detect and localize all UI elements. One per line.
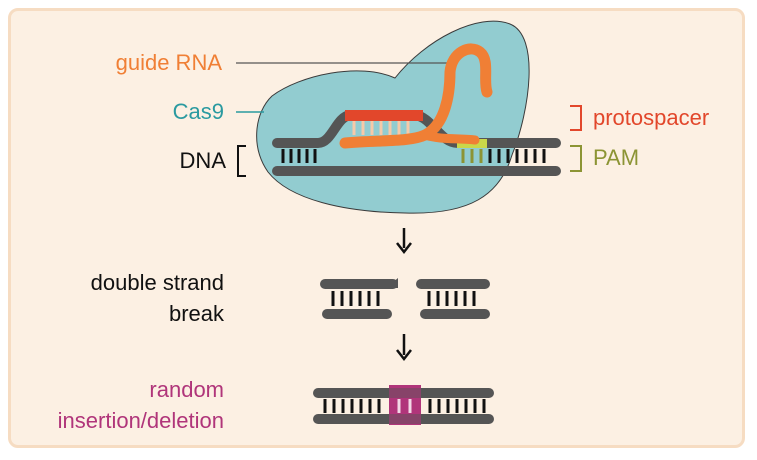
dna-fragment-right [416, 279, 490, 319]
random-indel-label-line2: insertion/deletion [57, 408, 224, 433]
double-strand-break-label-line1: double strand [90, 270, 224, 295]
double-strand-break-label-line2: break [168, 301, 224, 326]
down-arrow-icon [396, 334, 412, 362]
pam-bracket [570, 145, 582, 172]
rna-dna-hybrid-pairs [352, 121, 410, 135]
pam-label: PAM [593, 145, 640, 170]
dna-bottom-strand [272, 166, 561, 176]
down-arrow-icon [396, 228, 412, 255]
dna-base-pairs [281, 149, 546, 163]
guide-rna-strand [339, 43, 493, 149]
cas9-label: Cas9 [172, 99, 224, 124]
dna-label: DNA [179, 148, 226, 173]
random-indel-label-line1: random [149, 377, 224, 402]
guide-rna-label: guide RNA [115, 50, 222, 75]
dna-bracket [237, 145, 246, 177]
repaired-dna [313, 385, 494, 425]
protospacer-bracket [570, 105, 582, 131]
guide-rna-tail [420, 130, 480, 145]
protospacer-label: protospacer [593, 105, 710, 130]
dna-fragment-left [320, 278, 398, 319]
protospacer-region [345, 110, 423, 121]
